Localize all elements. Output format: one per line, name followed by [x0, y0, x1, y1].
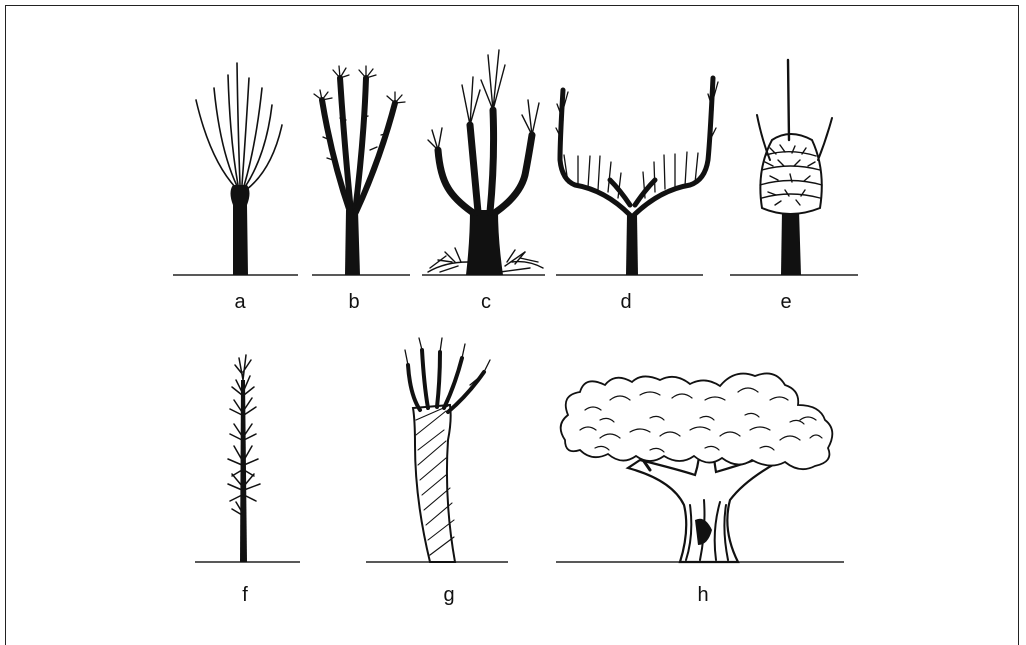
panel-label-d: d [611, 292, 641, 312]
tree-f-drawing [195, 355, 300, 562]
tree-a-drawing [173, 63, 298, 275]
panel-label-a: a [225, 292, 255, 312]
tree-g-drawing [366, 338, 508, 562]
panel-label-g: g [434, 585, 464, 605]
panel-label-b: b [339, 292, 369, 312]
tree-d-drawing [556, 78, 718, 275]
panel-label-c: c [471, 292, 501, 312]
tree-h-drawing [556, 373, 844, 562]
tree-c-drawing [422, 50, 545, 275]
panel-label-f: f [230, 585, 260, 605]
panel-label-e: e [771, 292, 801, 312]
tree-b-drawing [312, 66, 410, 275]
panel-label-h: h [688, 585, 718, 605]
tree-e-drawing [730, 60, 858, 275]
